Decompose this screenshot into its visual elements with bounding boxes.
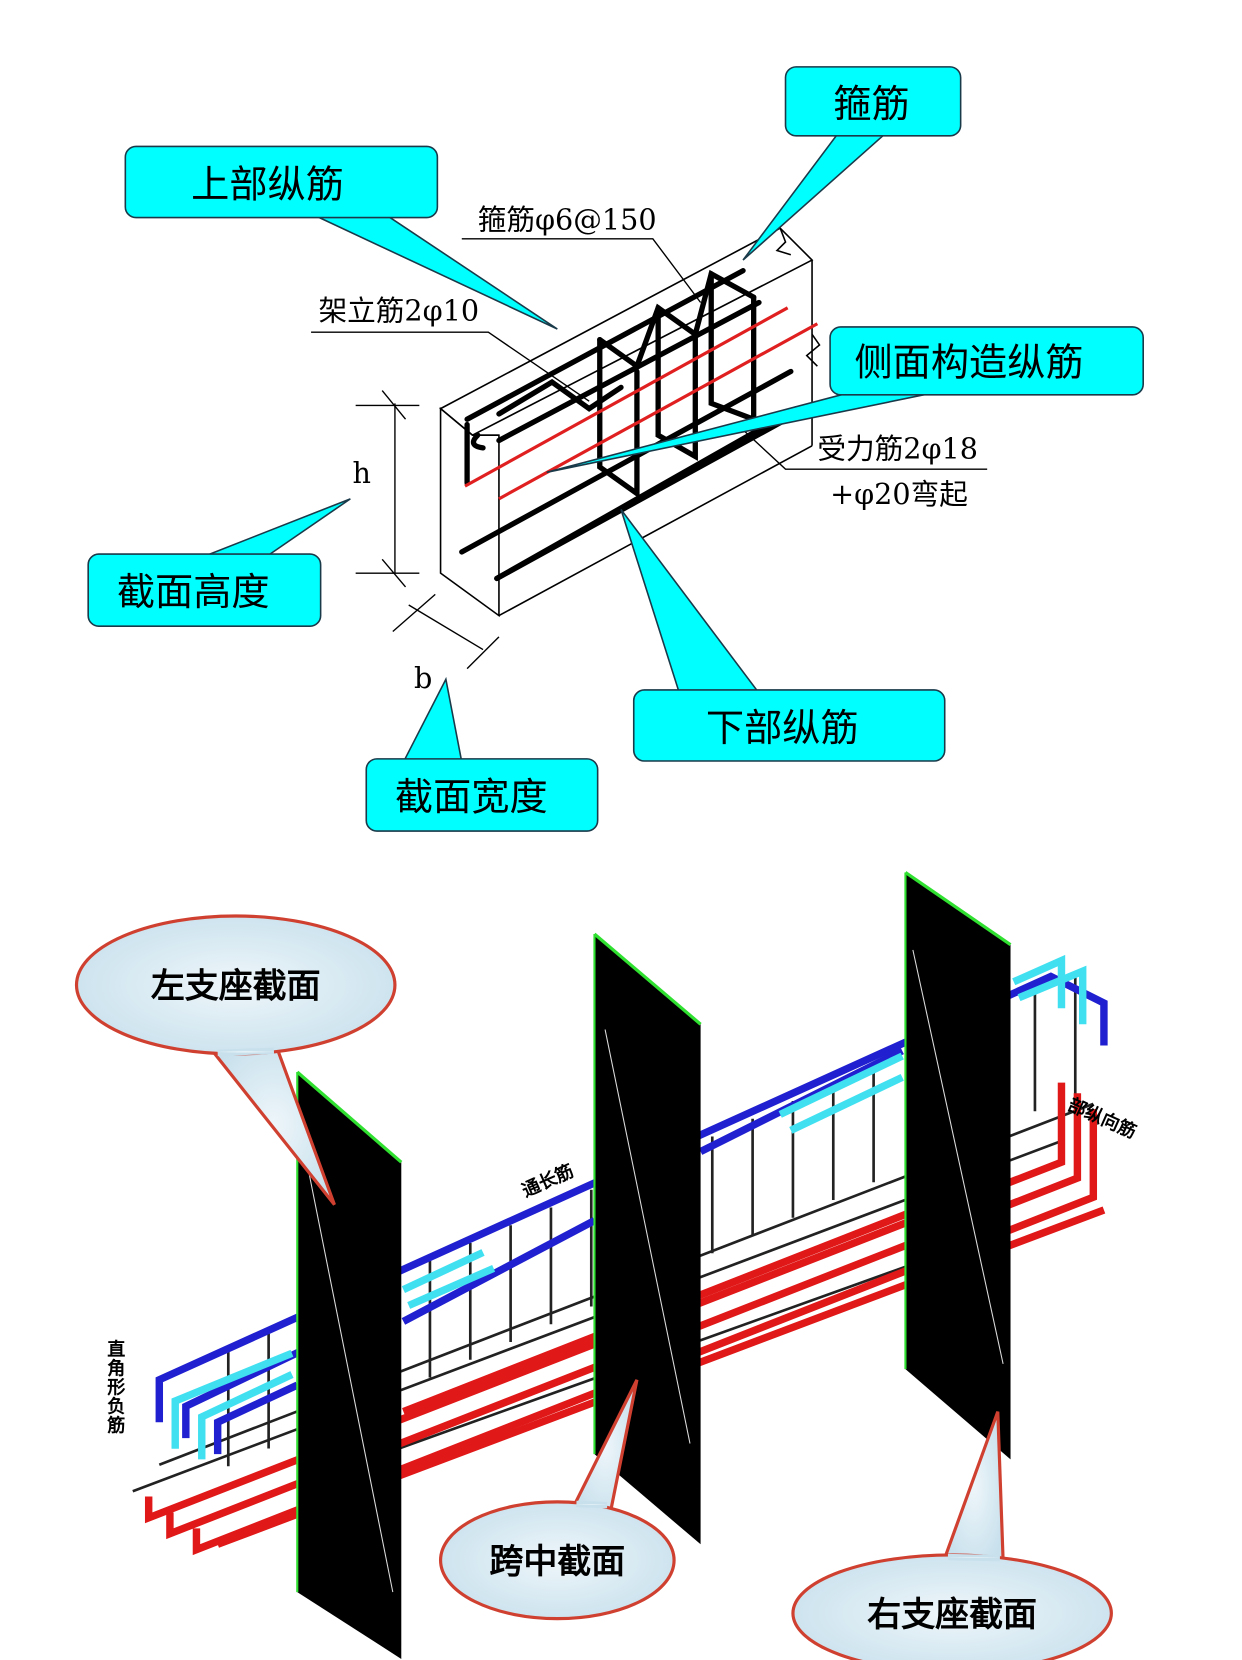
callout-bottom-longitudinal: 下部纵筋 — [620, 508, 946, 762]
height-symbol: h — [352, 456, 370, 490]
bubble-label: 右支座截面 — [867, 1595, 1037, 1635]
bubble-right-support: 右支座截面 — [791, 1411, 1113, 1660]
section-plane-mid — [593, 932, 702, 1545]
width-symbol: b — [414, 661, 432, 695]
leader-lines — [311, 238, 988, 670]
main-bar-note-line1: 受力筋2φ18 — [817, 432, 978, 466]
side-construction-bars — [464, 306, 819, 501]
stirrup-spec-note: 箍筋φ6@150 — [478, 202, 657, 236]
extra-negative-bars — [171, 954, 1087, 1460]
bubble-label: 跨中截面 — [489, 1542, 625, 1582]
beam-isometric-diagram: 箍筋φ6@150 架立筋2φ10 受力筋2φ18 +φ20弯起 h b — [311, 202, 988, 695]
callout-stirrup: 箍筋 — [742, 66, 962, 261]
callout-label: 上部纵筋 — [191, 163, 344, 207]
callout-section-width: 截面宽度 — [365, 676, 599, 832]
callout-label: 截面高度 — [117, 571, 270, 615]
callout-label: 箍筋 — [833, 83, 909, 127]
callout-section-height: 截面高度 — [87, 498, 351, 628]
callouts: 上部纵筋 箍筋 侧面构造纵筋 截面高度 下部纵筋 截面宽度 — [87, 66, 1144, 832]
beam-section-diagram: 通长筋 部纵向筋 直角形负筋 左支座截面 跨中截面 右支座截面 — [74, 871, 1140, 1660]
bubble-label: 左支座截面 — [151, 967, 321, 1007]
main-bar-note-line2: +φ20弯起 — [830, 477, 968, 511]
erection-bar-note: 架立筋2φ10 — [319, 294, 480, 328]
section-plane-right — [904, 871, 1012, 1460]
callout-top-longitudinal: 上部纵筋 — [124, 145, 558, 330]
callout-label: 截面宽度 — [395, 776, 548, 820]
right-angle-negative-bar-label: 直角形负筋 — [104, 1338, 125, 1435]
callout-label: 侧面构造纵筋 — [855, 342, 1084, 386]
bubble-mid-span: 跨中截面 — [438, 1379, 676, 1621]
bubble-left-support: 左支座截面 — [74, 914, 397, 1206]
reinforcement-cage — [459, 267, 799, 582]
callout-label: 下部纵筋 — [706, 707, 859, 751]
callout-side-longitudinal: 侧面构造纵筋 — [546, 326, 1144, 474]
